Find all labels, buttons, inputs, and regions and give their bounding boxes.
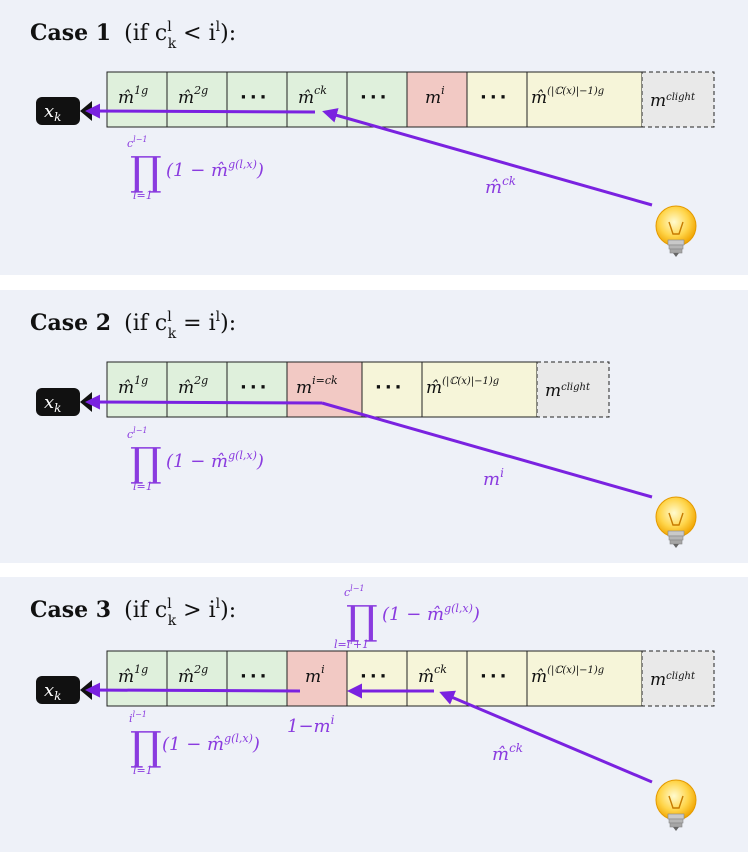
svg-text:∏: ∏ <box>346 598 378 644</box>
svg-text:l=1: l=1 <box>133 189 153 202</box>
case-1-cell-row: m̂1g m̂2g ··· m̂ck ··· mi ··· m̂(|ℂ(x)|−… <box>106 71 715 128</box>
cell-m-light <box>641 650 715 707</box>
cell-label: m̂1g <box>118 374 148 398</box>
cell-dots <box>361 361 423 418</box>
light-ray-line <box>321 401 653 499</box>
product-formula: cl−1 ∏ l=1 (1 − m̂g(l,x)) <box>127 426 264 493</box>
cell-label: ··· <box>480 666 510 687</box>
cell-m-2g <box>166 650 228 707</box>
cell-label: ··· <box>480 87 510 108</box>
cell-label: ··· <box>240 377 270 398</box>
cell-m-i <box>406 71 468 128</box>
svg-text:(1 − m̂g(l,x)): (1 − m̂g(l,x)) <box>166 449 264 472</box>
product-formula: il−1 ∏ l=1 (1 − m̂g(l,x)) <box>129 710 260 777</box>
cell-m-ck <box>406 650 468 707</box>
cell-label: mclight <box>545 381 591 401</box>
svg-text:∏: ∏ <box>130 149 162 195</box>
cell-label: m̂(|ℂ(x)|−1)g <box>426 376 499 398</box>
svg-text:l=1: l=1 <box>133 764 153 777</box>
svg-text:l=1: l=1 <box>133 480 153 493</box>
cell-label: ··· <box>360 87 390 108</box>
cell-label: ··· <box>360 666 390 687</box>
cell-label: ··· <box>375 377 405 398</box>
camera-icon: xk <box>36 97 92 125</box>
cell-m-i-ck <box>286 361 363 418</box>
case-2-background <box>0 290 748 563</box>
case-3-cell-row: m̂1g m̂2g ··· mi ··· m̂ck ··· m̂(|ℂ(x)|−… <box>106 650 715 707</box>
svg-text:cl−1: cl−1 <box>344 584 365 599</box>
svg-text:(1 − m̂g(l,x)): (1 − m̂g(l,x)) <box>166 158 264 181</box>
cell-label: m̂ck <box>298 84 327 108</box>
cell-label: m̂1g <box>118 84 148 108</box>
svg-text:cl−1: cl−1 <box>127 135 148 150</box>
cell-m-1g <box>106 71 168 128</box>
cell-dots <box>466 650 528 707</box>
cell-m-light <box>536 361 610 418</box>
svg-text:(1 − m̂g(l,x)): (1 − m̂g(l,x)) <box>382 602 480 625</box>
svg-text:∏: ∏ <box>130 440 162 486</box>
cell-label: ··· <box>240 666 270 687</box>
cell-label: m̂2g <box>178 663 208 687</box>
transmittance-arrow <box>85 394 323 410</box>
cell-label: m̂(|ℂ(x)|−1)g <box>531 665 604 687</box>
camera-icon: xk <box>36 388 92 416</box>
cell-label: m̂2g <box>178 374 208 398</box>
cell-label: mi <box>305 663 325 687</box>
top-product-formula: cl−1 ∏ l=il+1 (1 − m̂g(l,x)) <box>334 584 480 651</box>
cell-m-last <box>526 71 643 128</box>
cell-m-ck <box>286 71 348 128</box>
svg-text:xk: xk <box>44 680 61 703</box>
cell-label: m̂(|ℂ(x)|−1)g <box>531 86 604 108</box>
cell-dots <box>226 650 288 707</box>
light-ray-arrow <box>322 108 653 207</box>
cell-m-last <box>421 361 538 418</box>
camera-icon: xk <box>36 676 92 704</box>
svg-text:∏: ∏ <box>130 724 162 770</box>
cell-label: mi=ck <box>296 374 338 398</box>
transmittance-arrow <box>85 103 316 119</box>
transmittance-arrow <box>85 682 301 698</box>
cell-label: ··· <box>240 87 270 108</box>
cell-label: mclight <box>650 91 696 111</box>
cell-m-2g <box>166 361 228 418</box>
product-formula: cl−1 ∏ l=1 (1 − m̂g(l,x)) <box>127 135 264 202</box>
cell-m-1g <box>106 650 168 707</box>
ray-label: m̂ck <box>492 741 523 765</box>
cell-m-1g <box>106 361 168 418</box>
light-ray-arrow <box>439 690 653 784</box>
cell-label: mi <box>425 84 445 108</box>
svg-text:cl−1: cl−1 <box>127 426 148 441</box>
cell-label: m̂1g <box>118 663 148 687</box>
cell-m-light <box>641 71 715 128</box>
svg-text:xk: xk <box>44 101 61 124</box>
ray-label: m̂ck <box>485 174 516 198</box>
svg-text:il−1: il−1 <box>129 710 147 725</box>
mid-label: 1−mi <box>287 713 335 737</box>
svg-text:l=il+1: l=il+1 <box>334 637 369 651</box>
cell-dots <box>466 71 528 128</box>
cell-m-i <box>286 650 348 707</box>
cell-label: m̂ck <box>418 663 447 687</box>
cell-dots <box>346 71 408 128</box>
cell-m-2g <box>166 71 228 128</box>
case-1-background <box>0 0 748 275</box>
case-3-background <box>0 577 748 852</box>
case-2-cell-row: m̂1g m̂2g ··· mi=ck ··· m̂(|ℂ(x)|−1)g mc… <box>106 361 610 418</box>
ray-label: mi <box>483 466 504 490</box>
cell-label: m̂2g <box>178 84 208 108</box>
svg-text:xk: xk <box>44 392 61 415</box>
svg-text:(1 − m̂g(l,x)): (1 − m̂g(l,x)) <box>162 732 260 755</box>
cell-label: mclight <box>650 670 696 690</box>
